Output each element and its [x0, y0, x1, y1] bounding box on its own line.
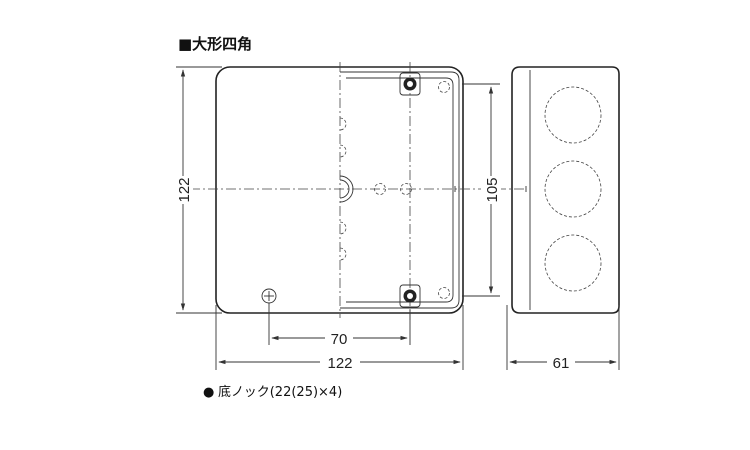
half-hole-1: [339, 117, 347, 131]
mount-screw-top: [399, 72, 421, 96]
front-dimensions: 122 105 70 122: [173, 66, 501, 372]
dim-label-bg-61: [547, 352, 575, 372]
center-boss: [339, 175, 354, 203]
half-hole-2: [339, 144, 347, 158]
knockout-top: [544, 86, 602, 144]
knockout-middle: [544, 160, 602, 218]
phillips-screw-icon: [261, 288, 277, 304]
side-view: [511, 66, 620, 314]
screw-boss-top: [399, 72, 421, 96]
hole-center-1: [374, 183, 386, 195]
screw-slot-top: [407, 81, 413, 87]
dim-label-bg-122: [320, 352, 360, 372]
screw-boss-bottom: [399, 284, 421, 308]
dim-label-bg-right: [481, 176, 501, 204]
dim-label-bg-70: [325, 328, 353, 348]
knockout-bottom: [544, 234, 602, 292]
dim-depth: 61: [553, 355, 570, 372]
half-hole-3: [339, 221, 347, 235]
hole-center-2: [400, 183, 412, 195]
center-boss-inner: [339, 179, 350, 199]
half-hole-4: [339, 247, 347, 261]
dim-width-total: 122: [327, 355, 352, 372]
drawing-title: ■大形四角: [178, 35, 252, 53]
box-outline-front: [215, 66, 464, 314]
mount-screw-bottom: [399, 284, 421, 308]
note: ● 底ノック(22(25)×4): [203, 384, 342, 400]
inner-rim: [340, 71, 460, 309]
hole-top-right: [438, 81, 450, 93]
dim-height-left: 122: [176, 177, 193, 202]
dim-width-inner: 70: [331, 331, 348, 348]
note-text: 底ノック(22(25)×4): [218, 384, 342, 400]
box-outline-side: [511, 66, 620, 314]
screw-slot-bottom: [407, 293, 413, 299]
dim-height-inner: 105: [484, 177, 501, 202]
hole-bottom-right: [438, 287, 450, 299]
dim-label-bg-left: [173, 176, 193, 204]
side-dimensions: 61: [506, 305, 620, 372]
inner-rim-2: [346, 77, 454, 303]
note-bullet: ●: [203, 385, 214, 400]
front-view: [190, 62, 525, 320]
